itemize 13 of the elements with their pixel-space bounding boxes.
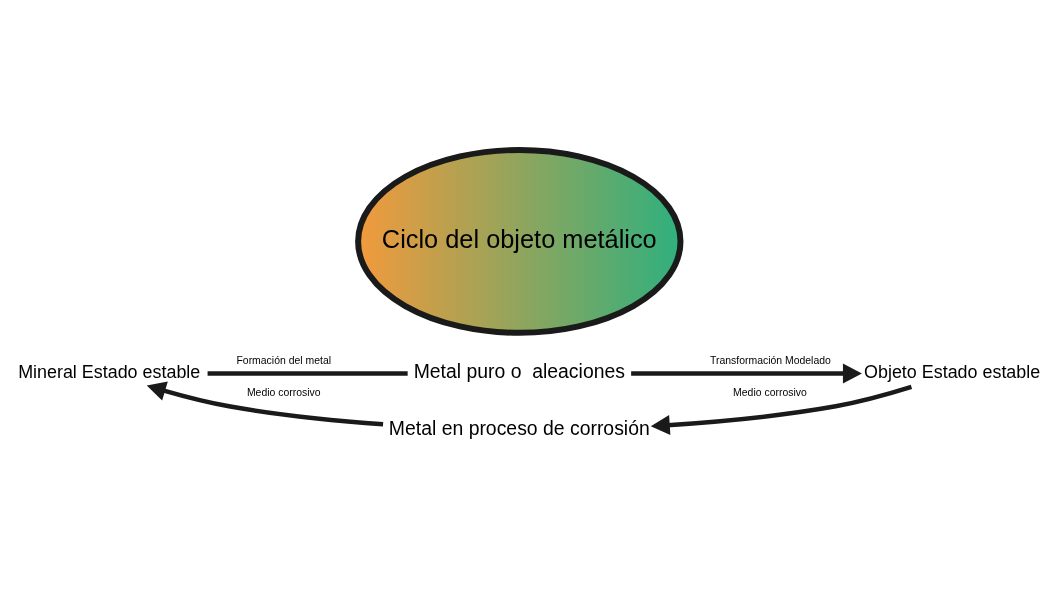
node-text: Metal en proceso de corrosión — [388, 416, 650, 439]
edge-label: Transformación Modelado — [709, 354, 831, 366]
edge-label: Medio corrosivo — [733, 387, 807, 399]
node-text: Metal puro o aleaciones — [413, 360, 625, 383]
arrow — [631, 363, 862, 384]
node-text: Mineral Estado estable — [18, 362, 201, 383]
arrow — [650, 384, 913, 436]
node-text: Objeto Estado estable — [864, 362, 1041, 383]
node-ellipse: Ciclo del objeto metálico — [355, 147, 684, 336]
connector — [207, 371, 408, 376]
arrow — [146, 381, 384, 427]
edge-label: Medio corrosivo — [246, 387, 321, 399]
edge-label: Formación del metal — [236, 354, 332, 366]
